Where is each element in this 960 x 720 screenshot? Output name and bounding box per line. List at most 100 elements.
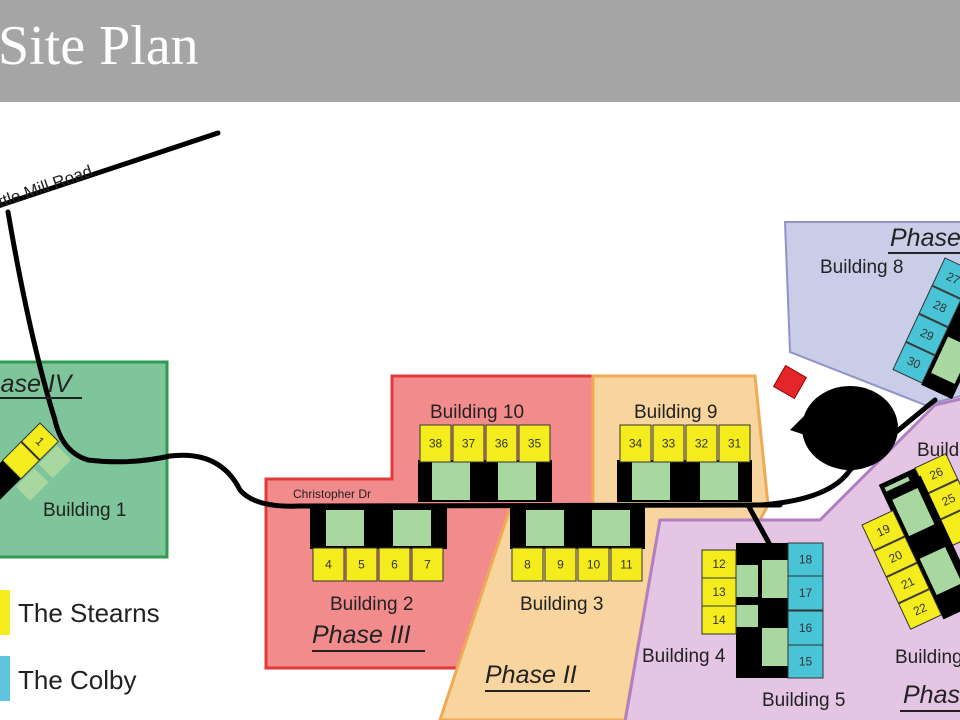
- unit-number: 20: [887, 547, 905, 565]
- unit-number: 37: [462, 437, 476, 451]
- building-b4: 12 13 14: [701, 543, 790, 678]
- unit-stearns: [619, 424, 652, 463]
- unit-colby: [787, 542, 824, 577]
- building-b9: 34 33 32 31: [617, 424, 752, 502]
- unit-number: 35: [528, 437, 542, 451]
- access-road: [5, 209, 783, 509]
- unit-colby: [787, 610, 824, 646]
- unit-number: 5: [358, 558, 365, 572]
- unit-stearns: [411, 547, 444, 582]
- phase-ii-label: Phase II: [485, 661, 577, 689]
- unit-number: 17: [799, 586, 813, 600]
- unit-colby: [918, 285, 960, 328]
- unit-number: 8: [524, 558, 531, 572]
- building-1-label: Building 1: [43, 500, 126, 521]
- legend-swatch-colby: [0, 656, 10, 701]
- unit-stearns: [419, 424, 452, 463]
- unit-stearns: [511, 547, 544, 582]
- courtyard: [736, 565, 758, 597]
- building-3-label: Building 3: [520, 594, 603, 615]
- unit-stearns: [378, 547, 411, 582]
- unit-stearns: [577, 547, 610, 582]
- building-br2: 19 20 21 22: [861, 475, 960, 630]
- unit-stearns: [452, 424, 485, 463]
- unit-colby: [905, 313, 949, 356]
- courtyard: [892, 488, 935, 537]
- unit-stearns: [652, 424, 685, 463]
- header-bar: Site Plan: [0, 0, 960, 102]
- unit-number: 13: [712, 585, 726, 599]
- unit-stearns: [701, 549, 737, 579]
- red-marker: [772, 364, 808, 400]
- building5-drive: [745, 502, 773, 548]
- unit-stearns: [312, 547, 345, 582]
- unit-number: 22: [911, 600, 929, 618]
- unit-stearns: [1, 441, 40, 480]
- courtyard: [592, 510, 630, 546]
- courtyard: [15, 468, 49, 501]
- little-mill-road: [0, 130, 221, 208]
- unit-number: 21: [899, 574, 917, 592]
- legend-label-stearns: The Stearns: [18, 598, 160, 628]
- unit-stearns: [345, 547, 378, 582]
- unit-number: 38: [429, 437, 443, 451]
- unit-number: 7: [424, 558, 431, 572]
- phase-iii-label: Phase III: [312, 621, 411, 649]
- unit-number: 29: [918, 325, 936, 343]
- building-b1: 1: [0, 422, 72, 524]
- unit-number: 19: [874, 521, 892, 539]
- unit-number: 30: [905, 353, 923, 371]
- unit-stearns: [518, 424, 551, 463]
- unit-stearns: [873, 536, 918, 578]
- unit-number: 31: [728, 437, 742, 451]
- unit-stearns: [20, 422, 60, 461]
- courtyard: [632, 462, 670, 500]
- unit-stearns: [701, 605, 737, 635]
- unit-stearns: [610, 547, 643, 582]
- legend-swatch-stearns: [0, 590, 10, 635]
- unit-stearns: [544, 547, 577, 582]
- unit-colby: [892, 341, 936, 384]
- courtyard: [700, 462, 738, 500]
- phase-top-right-label: Phase: [890, 224, 960, 252]
- unit-number: 14: [712, 613, 726, 627]
- unit-number: 16: [799, 621, 813, 635]
- unit-stearns: [685, 424, 718, 463]
- unit-number: 18: [799, 553, 813, 567]
- unit-number: 26: [927, 464, 945, 482]
- building-2-label: Building 2: [330, 594, 413, 615]
- courtyard: [919, 546, 960, 596]
- unit-number: 32: [695, 437, 709, 451]
- unit-number: 33: [662, 437, 676, 451]
- unit-colby: [787, 644, 824, 679]
- courtyard: [38, 445, 72, 479]
- unit-stearns: [885, 562, 930, 604]
- unit-number: 12: [712, 557, 726, 571]
- page-title: Site Plan: [0, 15, 199, 77]
- unit-stearns: [861, 509, 906, 552]
- courtyard: [432, 462, 470, 500]
- courtyard: [736, 605, 758, 627]
- unit-colby: [787, 575, 824, 611]
- building-4-label: Building 4: [642, 646, 726, 667]
- unit-number: 4: [325, 558, 332, 572]
- building-10-label: Building 10: [430, 402, 524, 423]
- unit-number: 28: [931, 297, 949, 315]
- unit-number: 9: [557, 558, 564, 572]
- unit-number: 11: [620, 558, 633, 572]
- little-mill-road-label: Little Mill Road: [0, 162, 95, 216]
- unit-stearns: [701, 577, 737, 607]
- building-right-top-label: Building: [917, 440, 960, 461]
- courtyard: [326, 510, 364, 546]
- courtyard: [498, 462, 536, 500]
- building-9-label: Building 9: [634, 402, 717, 423]
- phase-bottom-right-label: Phase: [903, 681, 960, 709]
- unit-number: 34: [629, 437, 643, 451]
- courtyard: [393, 510, 431, 546]
- east-drive: [757, 397, 938, 508]
